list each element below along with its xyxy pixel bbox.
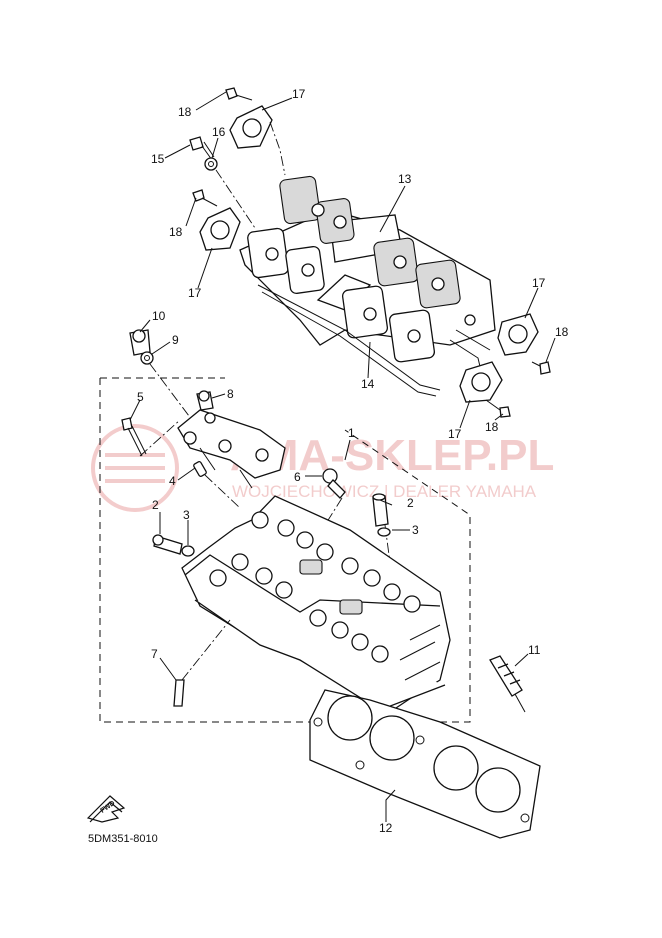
washer-3-right bbox=[377, 527, 391, 537]
fwd-arrow-icon: FWD bbox=[86, 795, 126, 823]
cam-cap-upper-left bbox=[229, 105, 286, 176]
callout-3-right: 3 bbox=[412, 523, 419, 537]
callout-17-right: 17 bbox=[532, 276, 546, 290]
callout-18-top: 18 bbox=[178, 105, 192, 119]
watermark-dealer: WOJCIECHOWICZ | DEALER YAMAHA bbox=[232, 482, 537, 501]
part-code: 5DM351-8010 bbox=[88, 833, 158, 845]
watermark: AMA-SKLEP.PL WOJCIECHOWICZ | DEALER YAMA… bbox=[91, 424, 554, 512]
callout-18-left: 18 bbox=[169, 225, 183, 239]
bolt-15 bbox=[189, 136, 215, 161]
callout-18-right: 18 bbox=[555, 325, 569, 339]
callouts: 1 2 2 3 3 4 5 6 7 8 9 10 11 12 13 14 15 bbox=[129, 87, 569, 835]
callout-4: 4 bbox=[169, 474, 176, 488]
callout-9: 9 bbox=[172, 333, 179, 347]
callout-6: 6 bbox=[294, 470, 301, 484]
cam-holder-bracket bbox=[177, 409, 286, 489]
watermark-logo-circle bbox=[91, 424, 179, 512]
callout-11: 11 bbox=[528, 643, 541, 657]
exhaust-camshaft bbox=[341, 237, 476, 363]
callout-17-left: 17 bbox=[188, 286, 202, 300]
callout-7: 7 bbox=[151, 647, 158, 661]
callout-14: 14 bbox=[361, 377, 375, 391]
head-gasket-12 bbox=[309, 689, 541, 839]
callout-5: 5 bbox=[137, 390, 144, 404]
callout-18-bottom: 18 bbox=[485, 420, 499, 434]
callout-17-top: 17 bbox=[292, 87, 306, 101]
watermark-brand: AMA-SKLEP.PL bbox=[230, 431, 554, 480]
callout-13: 13 bbox=[398, 172, 412, 186]
washer-3-left bbox=[181, 545, 195, 557]
callout-1: 1 bbox=[348, 426, 355, 440]
cylinder-head bbox=[181, 495, 451, 713]
stud-2-left bbox=[152, 534, 183, 555]
dowel-pin-4 bbox=[193, 461, 241, 509]
callout-8: 8 bbox=[227, 387, 234, 401]
bolt-5 bbox=[121, 417, 181, 457]
intake-camshaft bbox=[247, 175, 355, 295]
callout-2-left: 2 bbox=[152, 498, 159, 512]
cap-nut-8 bbox=[196, 390, 214, 411]
cam-cap-right-upper bbox=[497, 313, 539, 356]
fitting-6 bbox=[322, 468, 346, 526]
callout-3-left: 3 bbox=[183, 508, 190, 522]
watermark-logo-mark bbox=[105, 453, 165, 483]
washer-16 bbox=[204, 157, 256, 229]
spark-plug-11 bbox=[489, 655, 526, 713]
assembly-boundary-dashed bbox=[99, 377, 471, 723]
washer-9 bbox=[140, 351, 193, 421]
callout-12: 12 bbox=[379, 821, 393, 835]
cam-cap-mid-left bbox=[199, 207, 241, 251]
cam-cap-right-lower bbox=[459, 361, 503, 403]
callout-16: 16 bbox=[212, 125, 226, 139]
camshaft-assembly bbox=[239, 175, 496, 397]
cap-nut-10 bbox=[129, 329, 151, 356]
callout-17-bottom: 17 bbox=[448, 427, 462, 441]
stud-7 bbox=[173, 619, 231, 707]
cylinder-head-detail bbox=[209, 511, 441, 681]
callout-15: 15 bbox=[151, 152, 165, 166]
callout-2-right: 2 bbox=[407, 496, 414, 510]
callout-10: 10 bbox=[152, 309, 166, 323]
